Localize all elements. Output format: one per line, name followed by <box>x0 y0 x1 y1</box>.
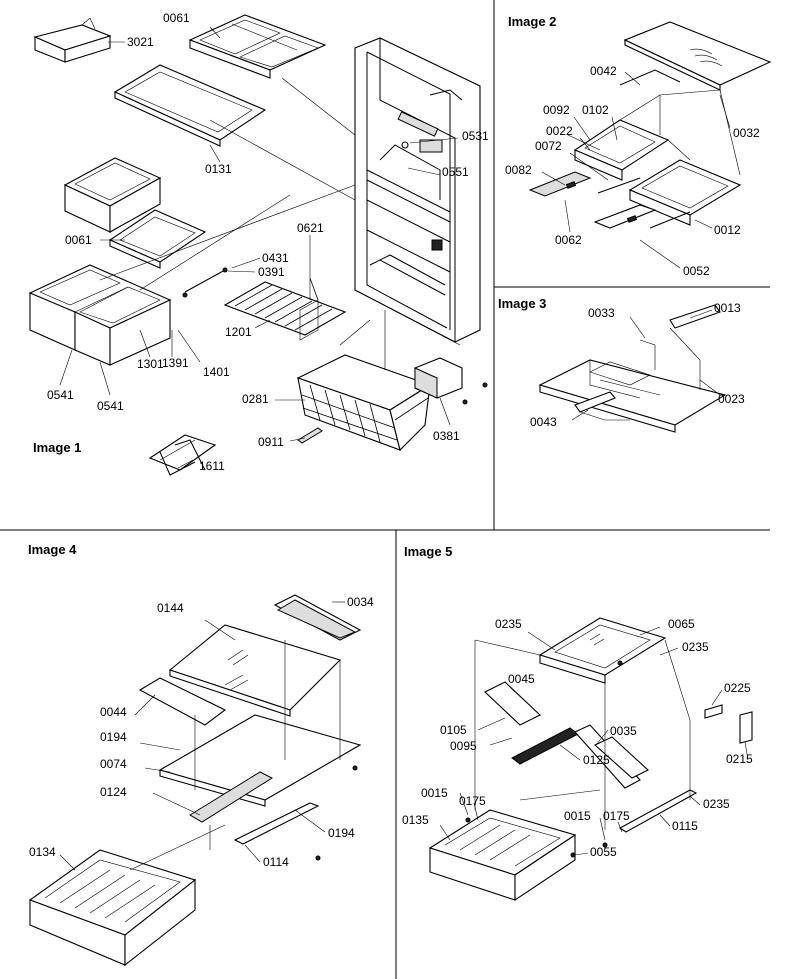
part-label: 0235 <box>495 617 522 631</box>
part-label: 0045 <box>508 672 535 686</box>
part-0061-shelf-top <box>188 14 327 79</box>
part-label: 0061 <box>65 233 92 247</box>
part-label: 0033 <box>588 306 615 320</box>
part-label: 0052 <box>683 264 710 278</box>
part-label: 0215 <box>726 752 753 766</box>
image4-guide-lines <box>129 640 341 871</box>
image5-leader-lines <box>439 626 749 856</box>
refrigerator-cabinet <box>354 37 481 346</box>
image4-title: Image 4 <box>28 542 77 557</box>
image4-drawing <box>28 594 362 967</box>
part-label: 0144 <box>157 601 184 615</box>
panel-dividers <box>0 0 770 979</box>
part-label: 0082 <box>505 163 532 177</box>
part-label: 0235 <box>703 797 730 811</box>
part-1201-wire-shelf <box>223 277 347 341</box>
image5-drawing <box>428 617 753 902</box>
part-0131-shelf <box>113 64 267 147</box>
part-label: 0911 <box>258 435 284 449</box>
part-label: 0551 <box>442 165 469 179</box>
image5-title: Image 5 <box>404 544 453 559</box>
image2-leader-lines <box>541 71 731 269</box>
part-label: 0013 <box>714 301 741 315</box>
part-label: 1201 <box>225 325 252 339</box>
part-label: 1301 <box>137 357 164 371</box>
part-label: 0621 <box>297 221 324 235</box>
image5-guide-lines <box>474 639 691 830</box>
part-label: 0061 <box>163 11 190 25</box>
part-label: 0022 <box>546 124 573 138</box>
part-0381-housing <box>414 357 488 405</box>
part-label: 0035 <box>610 724 637 738</box>
image3-title: Image 3 <box>498 296 547 311</box>
part-drawer-upper <box>63 157 162 233</box>
part-label: 3021 <box>127 35 154 49</box>
image1-guide-lines <box>99 77 386 370</box>
part-label: 0044 <box>100 705 127 719</box>
part-label: 0131 <box>205 162 232 176</box>
part-label: 0235 <box>682 640 709 654</box>
part-label: 0124 <box>100 785 127 799</box>
part-label: 0114 <box>263 855 289 869</box>
part-label: 1391 <box>162 356 189 370</box>
part-label: 0531 <box>462 129 489 143</box>
part-0281-basket <box>296 354 432 452</box>
part-label: 0115 <box>672 819 698 833</box>
part-label: 0042 <box>590 64 617 78</box>
part-0431-rod <box>182 267 228 298</box>
image2-title: Image 2 <box>508 14 557 29</box>
part-label: 0015 <box>564 809 591 823</box>
part-label: 0092 <box>543 103 570 117</box>
part-label: 1611 <box>199 459 225 473</box>
part-0061-shelf-lower <box>108 209 207 269</box>
part-label: 0541 <box>97 399 124 413</box>
part-label: 0135 <box>402 813 429 827</box>
part-label: 0023 <box>718 392 745 406</box>
image2-drawing <box>528 21 772 269</box>
part-label: 0134 <box>29 845 56 859</box>
part-label: 1401 <box>203 365 230 379</box>
part-label: 0125 <box>583 753 610 767</box>
part-label: 0105 <box>440 723 467 737</box>
image1-title: Image 1 <box>33 440 82 455</box>
part-label: 0043 <box>530 415 557 429</box>
part-label: 0055 <box>590 845 617 859</box>
part-label: 0281 <box>242 392 269 406</box>
image3-drawing <box>538 304 727 433</box>
part-label: 0074 <box>100 757 127 771</box>
part-label: 0012 <box>714 223 741 237</box>
part-label: 0175 <box>603 809 630 823</box>
part-label: 0032 <box>733 126 760 140</box>
part-label: 0072 <box>535 139 562 153</box>
part-label: 0541 <box>47 388 74 402</box>
image4-leader-lines <box>59 601 345 871</box>
part-label: 0194 <box>100 730 127 744</box>
part-0541-crispers <box>28 264 172 366</box>
part-label: 0065 <box>668 617 695 631</box>
part-label: 0015 <box>421 786 448 800</box>
part-label: 0194 <box>328 826 355 840</box>
part-1611-bracket <box>148 434 217 476</box>
part-label: 0381 <box>433 429 460 443</box>
part-label: 0102 <box>582 103 609 117</box>
image1-drawing <box>28 14 488 476</box>
part-label: 0431 <box>262 251 289 265</box>
part-3021-bin <box>33 17 112 63</box>
part-label: 0175 <box>459 794 486 808</box>
part-label: 0062 <box>555 233 582 247</box>
part-label: 0391 <box>258 265 285 279</box>
part-0911-slide <box>297 427 323 444</box>
image1-leader-lines <box>59 26 459 469</box>
part-label: 0225 <box>724 681 751 695</box>
part-label: 0095 <box>450 739 477 753</box>
image2-guide-lines <box>567 89 741 176</box>
part-label: 0034 <box>347 595 374 609</box>
